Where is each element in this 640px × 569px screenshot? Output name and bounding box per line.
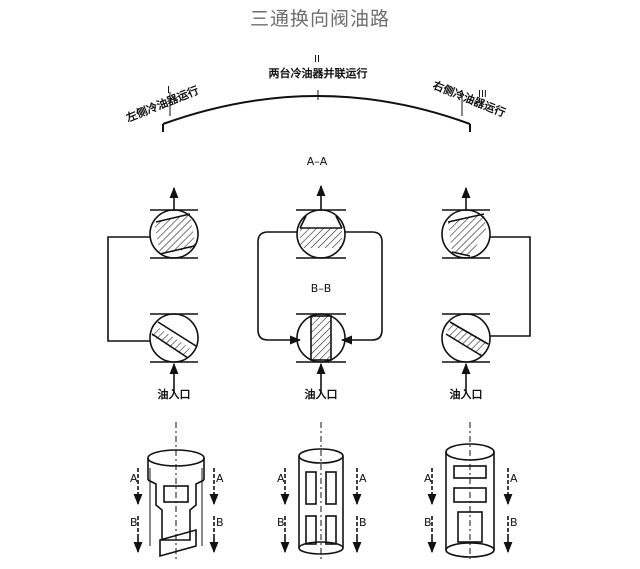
section-a-label: A–A (307, 155, 328, 168)
cut-a-right-2: A (510, 472, 518, 485)
cut-b-left-2: B (216, 516, 224, 529)
cut-a-middle-1: A (277, 472, 285, 485)
valve-group-left (107, 186, 199, 392)
position-3-label: 右侧冷油器运行 (430, 77, 508, 119)
inlet-label-right: 油入口 (450, 387, 483, 401)
position-3-numeral: III (478, 89, 487, 100)
position-2-label: 两台冷油器并联运行 (269, 66, 368, 80)
cut-b-middle-2: B (359, 516, 367, 529)
position-1-numeral: I (167, 85, 170, 96)
section-b-label: B–B (311, 282, 332, 295)
inlet-label-middle: 油入口 (305, 387, 338, 401)
valve-group-right (441, 186, 531, 392)
cut-b-left-1: B (130, 516, 138, 529)
diagram-title: 三通换向阀油路 (249, 8, 390, 30)
spool-view-middle (280, 422, 362, 560)
cut-b-right-2: B (510, 516, 518, 529)
position-arc (162, 90, 471, 132)
position-1-label: 左侧冷油器运行 (123, 83, 201, 125)
cut-b-middle-1: B (277, 516, 285, 529)
spool-view-left (133, 422, 219, 560)
spool-view-right (427, 422, 513, 560)
valve-group-middle (257, 184, 383, 392)
cut-a-middle-2: A (359, 472, 367, 485)
cut-a-right-1: A (424, 472, 432, 485)
cut-a-left-1: A (130, 472, 138, 485)
position-2-numeral: II (314, 54, 320, 65)
inlet-label-left: 油入口 (158, 387, 191, 401)
cut-a-left-2: A (216, 472, 224, 485)
cut-b-right-1: B (424, 516, 432, 529)
